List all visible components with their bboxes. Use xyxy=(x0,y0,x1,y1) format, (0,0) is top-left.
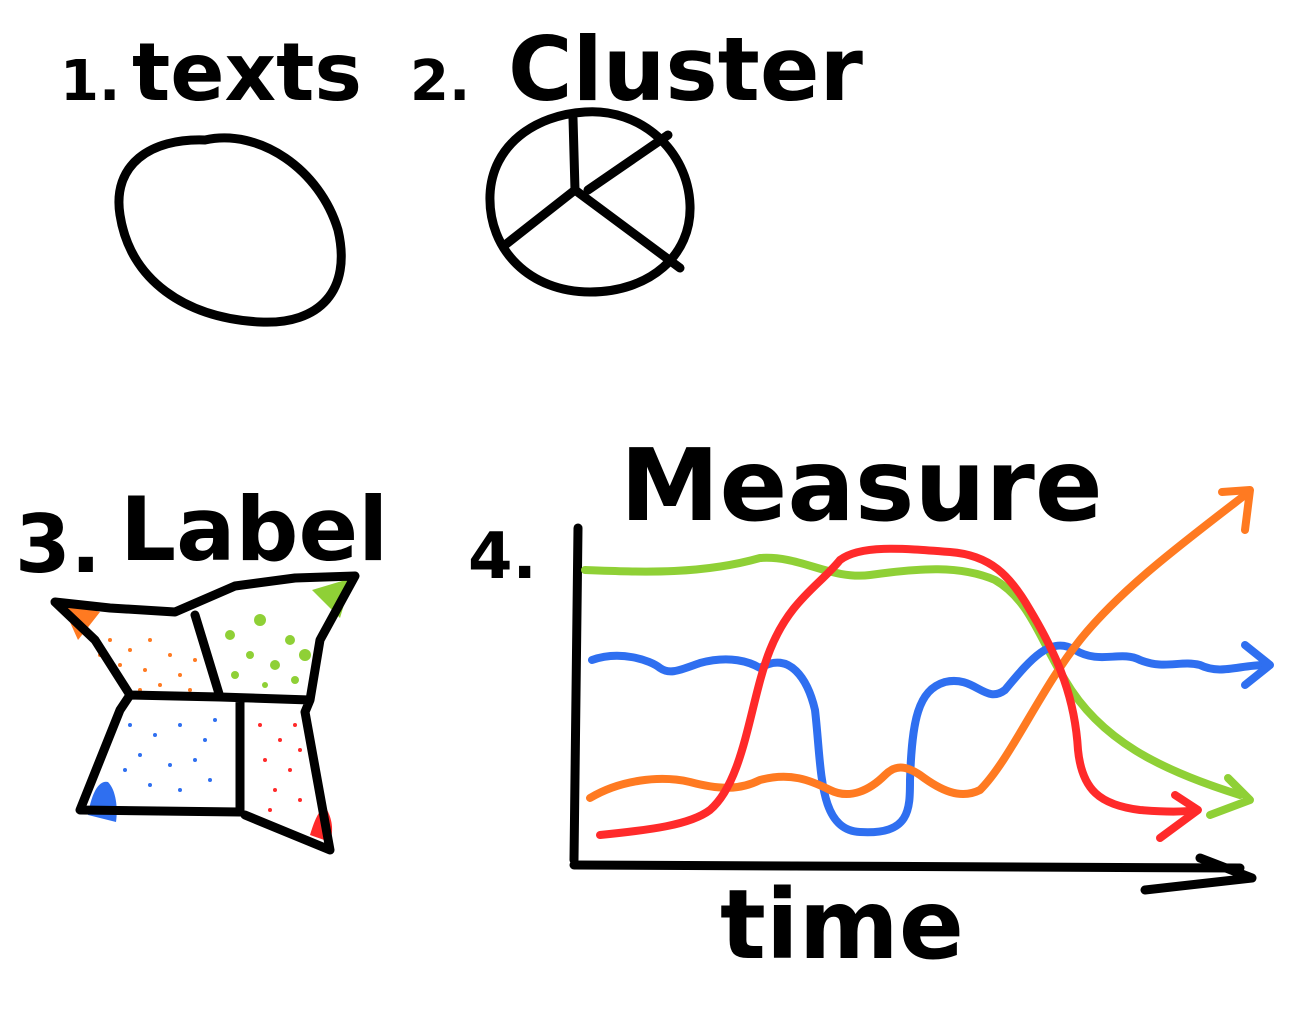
chart-y-axis xyxy=(569,523,583,865)
step-1-number: 1. xyxy=(60,49,120,114)
step-1-label: texts xyxy=(132,26,362,119)
cluster-divider-top xyxy=(568,113,580,195)
series-orange-line xyxy=(586,491,1249,802)
series-red-line xyxy=(596,544,1199,839)
step-2-number: 2. xyxy=(410,49,470,114)
chart-x-label: time xyxy=(720,869,964,981)
series-green-line xyxy=(581,553,1244,799)
step-3-number: 3. xyxy=(15,498,101,591)
step-2-label: Cluster xyxy=(508,18,864,121)
step-1: 1. texts xyxy=(60,26,362,327)
series-green-arrow xyxy=(1206,774,1254,819)
series-orange-arrow xyxy=(1218,486,1254,534)
cluster-divider-upper-right xyxy=(583,130,673,195)
step-2: 2. Cluster xyxy=(410,18,864,297)
region-orange-dots xyxy=(98,638,197,692)
step-3: 3. Label xyxy=(15,478,388,855)
chart-title: Measure xyxy=(620,427,1103,544)
label-outline xyxy=(50,571,360,855)
step-4-number: 4. xyxy=(468,520,537,594)
cluster-divider-left xyxy=(500,185,580,250)
region-blue-dots xyxy=(123,718,217,792)
chart-x-axis xyxy=(569,860,1245,873)
cluster-circle xyxy=(485,107,695,297)
series-blue-line xyxy=(588,641,1269,837)
series-blue-arrow xyxy=(1241,641,1274,689)
chart-x-axis-arrow xyxy=(1140,853,1257,895)
region-green-dots xyxy=(225,614,311,688)
step-4: 4. Measure time xyxy=(468,427,1274,981)
cluster-divider-right xyxy=(570,185,685,273)
texts-circle xyxy=(114,133,346,327)
step-3-label: Label xyxy=(120,478,388,581)
region-red-dots xyxy=(258,723,302,812)
series-red-arrow xyxy=(1156,791,1202,842)
